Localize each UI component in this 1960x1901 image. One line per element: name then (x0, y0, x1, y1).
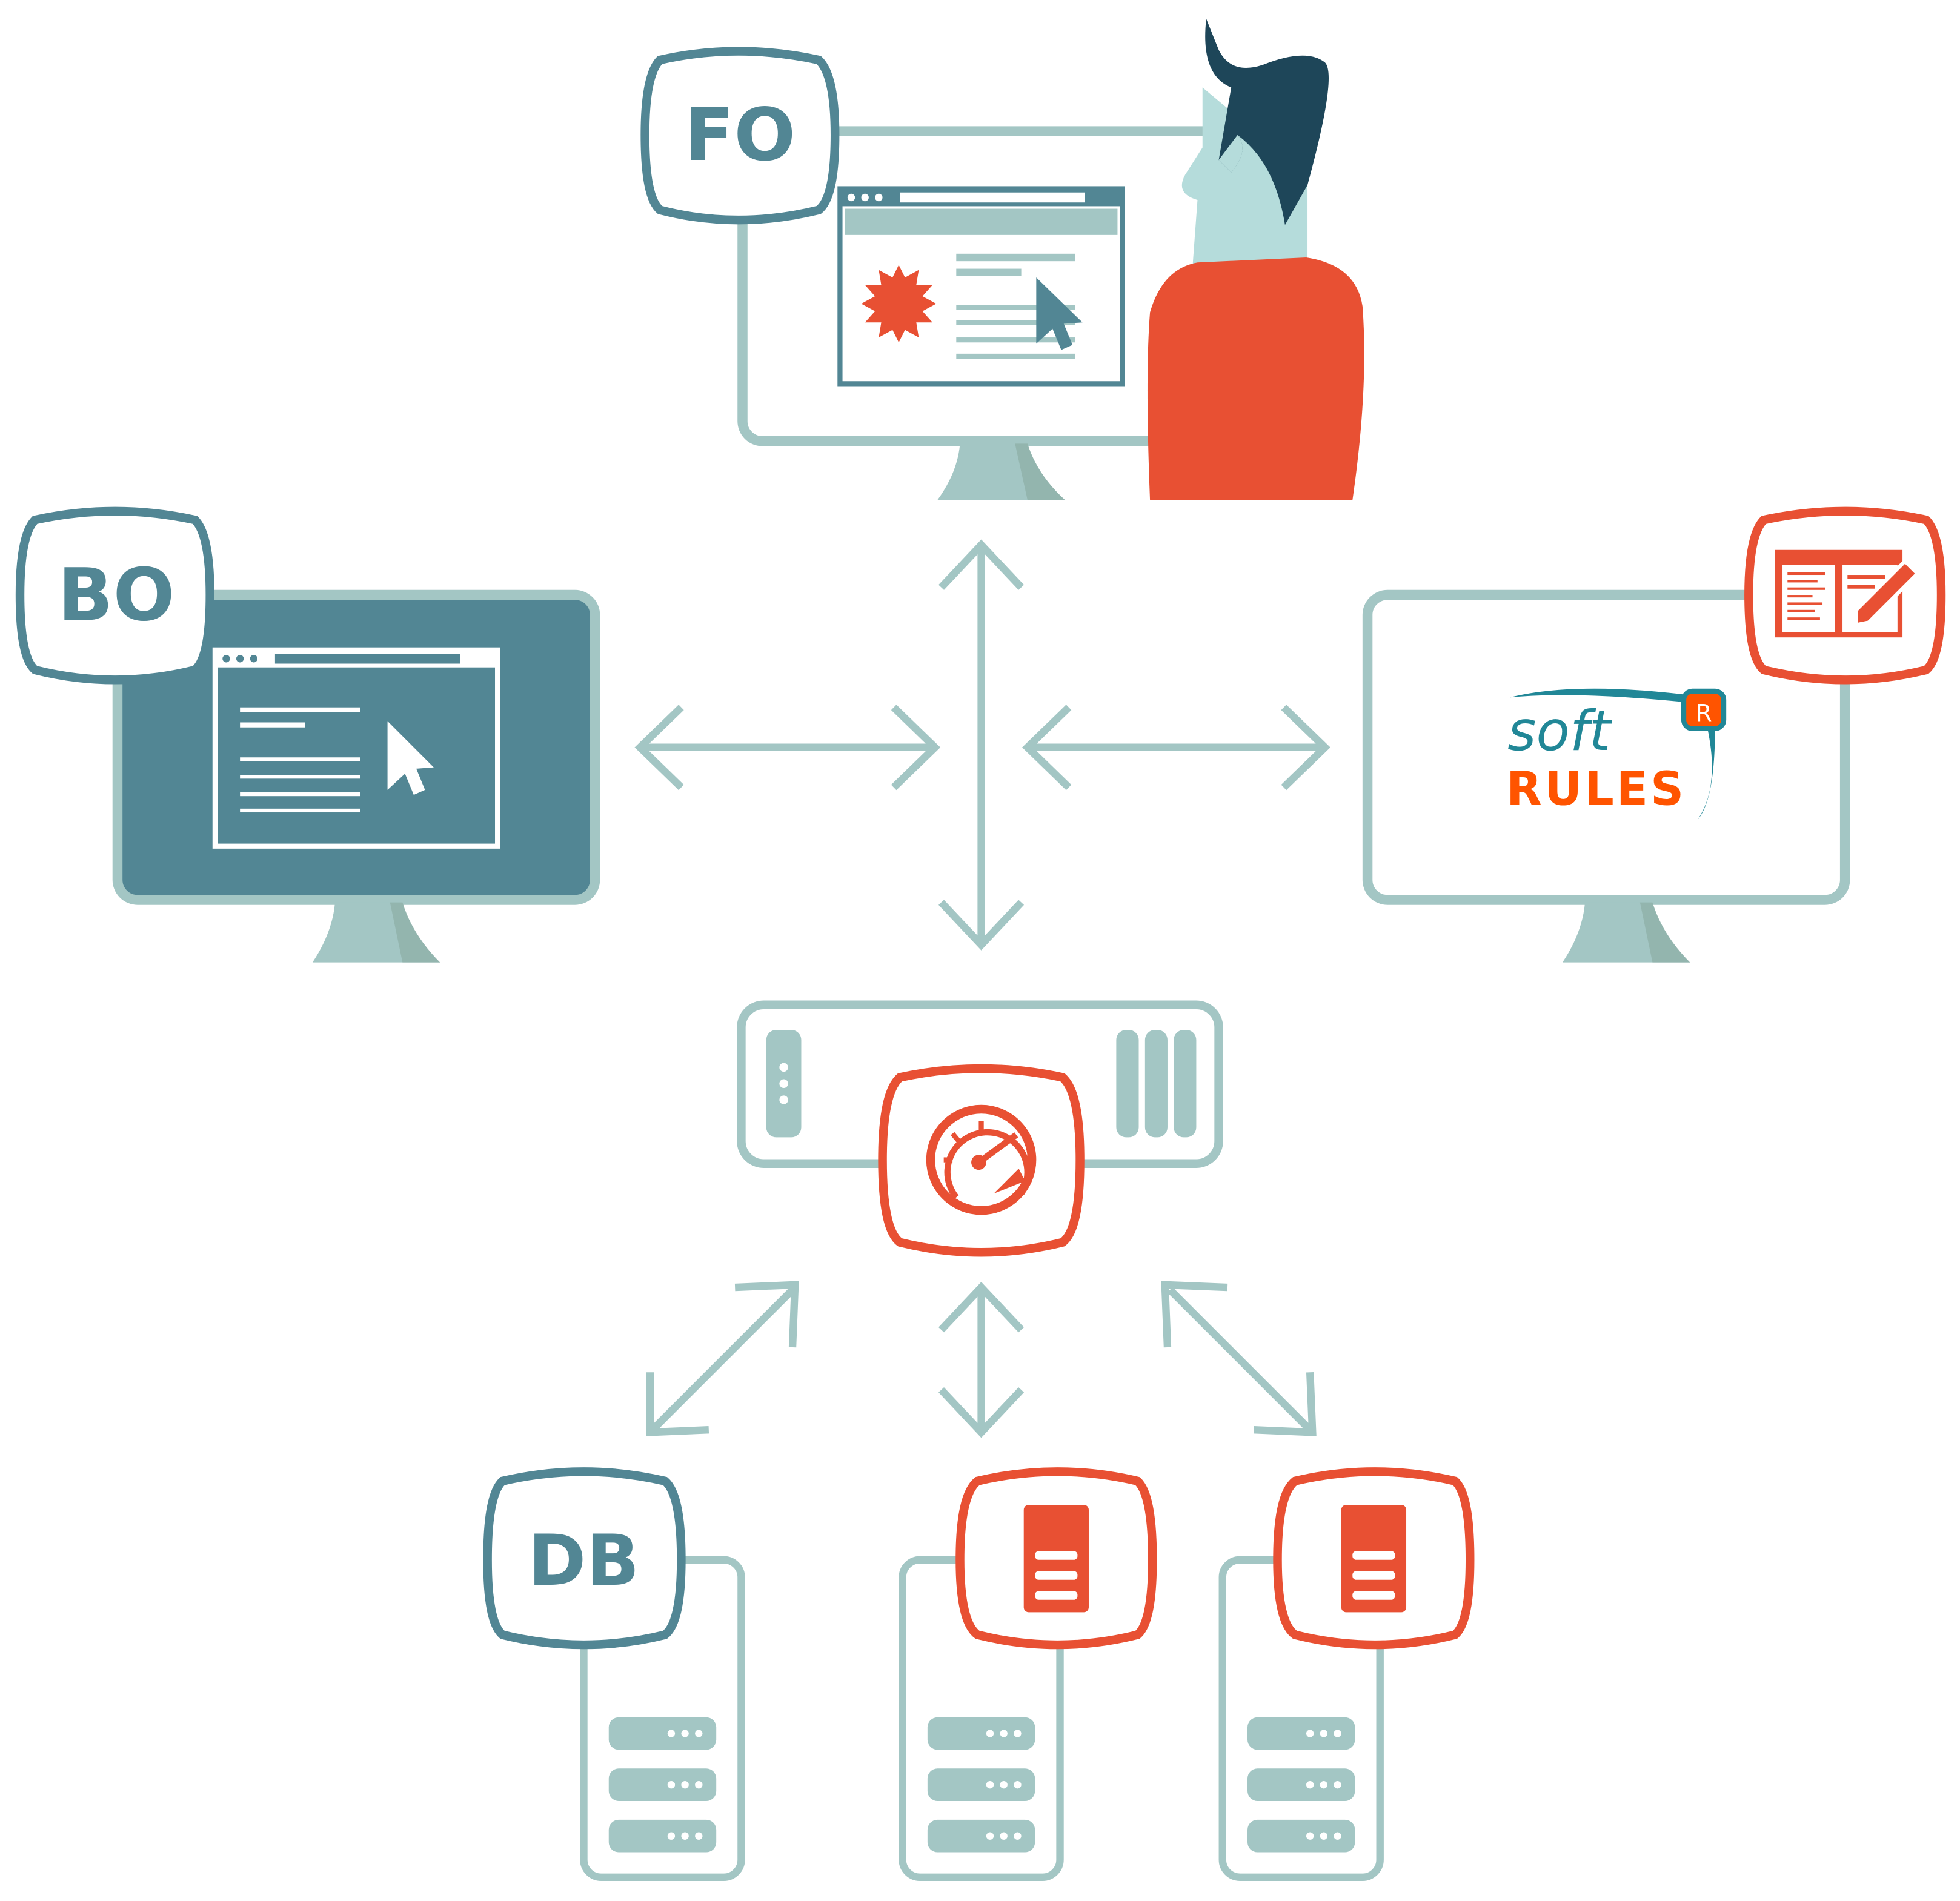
db-server: DB (483, 1467, 745, 1881)
arrow-fo-server (938, 539, 1025, 950)
browser-window (837, 186, 1125, 387)
fo-badge: FO (640, 47, 840, 225)
softrules-logo: R soft RULES (1506, 688, 1727, 820)
storage-server-2 (1218, 1467, 1475, 1881)
starburst-icon (861, 265, 937, 343)
fo-label: FO (685, 93, 796, 177)
bo-label: BO (58, 553, 174, 637)
engine-badge (878, 1064, 1085, 1257)
logo-rules: RULES (1506, 763, 1686, 817)
db-label: DB (528, 1521, 640, 1602)
server-badge (1273, 1467, 1475, 1650)
cursor-icon (387, 721, 434, 795)
cursor-icon (1036, 277, 1083, 350)
arrow-center-softrules (1022, 705, 1330, 791)
connection-arrows (634, 539, 1330, 1438)
storage-server-1 (899, 1467, 1157, 1881)
server-badge (955, 1467, 1157, 1650)
arrow-server-storage-2 (1161, 1281, 1317, 1436)
logo-soft: soft (1507, 700, 1613, 763)
server-icon (1023, 1504, 1089, 1613)
speedometer-icon (926, 1104, 1037, 1215)
rule-editor-badge (1744, 506, 1946, 685)
softrules-monitor: R soft RULES (1362, 589, 1850, 963)
user-illustration (1147, 18, 1364, 500)
back-office-monitor (112, 589, 600, 963)
logo-badge: R (1695, 700, 1712, 727)
bo-badge: BO (15, 506, 214, 685)
db-badge: DB (483, 1467, 686, 1650)
server-icon (1341, 1504, 1407, 1613)
arrow-bo-center (634, 705, 941, 791)
front-office-monitor (737, 126, 1273, 500)
rule-editor-icon (1775, 549, 1921, 638)
arrow-server-db (646, 1281, 799, 1436)
arrow-server-storage (938, 1281, 1025, 1438)
browser-window (212, 647, 500, 849)
